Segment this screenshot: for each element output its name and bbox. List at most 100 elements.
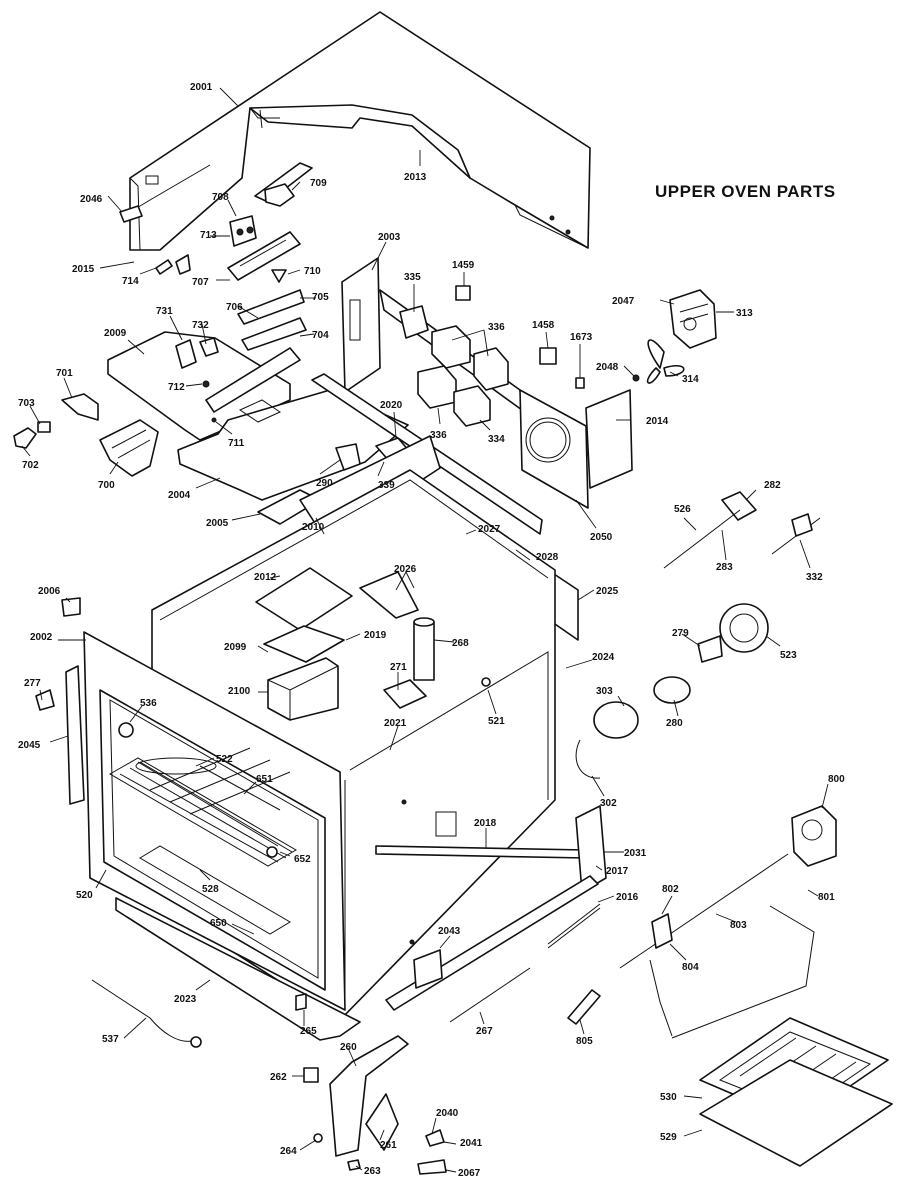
part-label: 334 xyxy=(488,434,505,445)
part-label: 523 xyxy=(780,650,797,661)
part-label: 710 xyxy=(304,266,321,277)
part-label: 262 xyxy=(270,1072,287,1083)
part-label: 2003 xyxy=(378,232,401,243)
part-label: 2015 xyxy=(72,264,95,275)
part-label: 2024 xyxy=(592,652,615,663)
part-label: 805 xyxy=(576,1036,593,1047)
part-label: 339 xyxy=(378,480,395,491)
part-label: 2017 xyxy=(606,866,629,877)
small-fasteners xyxy=(295,677,491,1011)
part-label: 800 xyxy=(828,774,845,785)
part-label: 2013 xyxy=(404,172,427,183)
part-label: 271 xyxy=(390,662,407,673)
part-label: 2027 xyxy=(478,524,501,535)
part-label: 701 xyxy=(56,368,73,379)
rotisserie xyxy=(619,853,815,1039)
latch-parts xyxy=(13,393,159,477)
part-label: 704 xyxy=(312,330,329,341)
part-labels: 2001 2013 709 2046 708 713 2015 714 707 … xyxy=(18,82,845,1179)
part-label: 522 xyxy=(216,754,233,765)
part-label: 702 xyxy=(22,460,39,471)
part-label: 703 xyxy=(18,398,35,409)
part-label: 2067 xyxy=(458,1168,481,1179)
leader-lines xyxy=(21,87,829,1173)
tube-268 xyxy=(413,617,435,681)
part-label: 713 xyxy=(200,230,217,241)
left-brackets xyxy=(119,183,301,283)
part-label: 2026 xyxy=(394,564,417,575)
part-label: 1458 xyxy=(532,320,555,331)
part-label: 530 xyxy=(660,1092,677,1103)
lower-rails xyxy=(375,805,607,1011)
part-label: 652 xyxy=(294,854,311,865)
oven-racks xyxy=(108,747,298,935)
fan-blade xyxy=(632,339,685,384)
spring xyxy=(449,967,531,1023)
right-small-parts xyxy=(663,491,821,569)
part-label: 303 xyxy=(596,686,613,697)
part-label: 265 xyxy=(300,1026,317,1037)
small-clips xyxy=(35,597,81,711)
part-label: 2025 xyxy=(596,586,619,597)
fan-motor xyxy=(669,289,717,349)
part-label: 714 xyxy=(122,276,139,287)
part-label: 283 xyxy=(716,562,733,573)
part-label: 651 xyxy=(256,774,273,785)
part-label: 2010 xyxy=(302,522,325,533)
side-trim xyxy=(65,665,85,805)
top-cover xyxy=(129,11,591,251)
fan-plate xyxy=(519,389,589,509)
part-label: 537 xyxy=(102,1034,119,1045)
hinge-parts xyxy=(303,1035,447,1175)
broil-element-parts xyxy=(255,567,353,721)
part-label: 290 xyxy=(316,478,333,489)
part-label: 2005 xyxy=(206,518,229,529)
part-label: 313 xyxy=(736,308,753,319)
part-label: 261 xyxy=(380,1140,397,1151)
part-label: 2023 xyxy=(174,994,197,1005)
part-label: 2099 xyxy=(224,642,247,653)
part-label: 731 xyxy=(156,306,173,317)
part-label: 2048 xyxy=(596,362,619,373)
part-label: 732 xyxy=(192,320,209,331)
part-label: 520 xyxy=(76,890,93,901)
part-label: 268 xyxy=(452,638,469,649)
part-label: 2046 xyxy=(80,194,103,205)
part-label: 708 xyxy=(212,192,229,203)
part-label: 335 xyxy=(404,272,421,283)
part-label: 801 xyxy=(818,892,835,903)
broiler-pan xyxy=(699,1017,893,1167)
part-label: 2012 xyxy=(254,572,277,583)
part-label: 705 xyxy=(312,292,329,303)
vertical-panel xyxy=(341,257,381,393)
part-label: 336 xyxy=(430,430,447,441)
part-label: 2002 xyxy=(30,632,53,643)
part-label: 280 xyxy=(666,718,683,729)
part-label: 2019 xyxy=(364,630,387,641)
relay-assembly xyxy=(379,285,585,427)
part-label: 709 xyxy=(310,178,327,189)
part-label: 264 xyxy=(280,1146,297,1157)
part-label: 2004 xyxy=(168,490,191,501)
diagram-title: UPPER OVEN PARTS xyxy=(655,182,836,201)
part-label: 2047 xyxy=(612,296,635,307)
part-label: 2043 xyxy=(438,926,461,937)
part-label: 282 xyxy=(764,480,781,491)
part-label: 2001 xyxy=(190,82,213,93)
rotisserie-motor xyxy=(791,805,837,867)
part-label: 1673 xyxy=(570,332,593,343)
cavity-knobs xyxy=(118,722,281,858)
part-label: 706 xyxy=(226,302,243,313)
part-label: 536 xyxy=(140,698,157,709)
part-label: 2028 xyxy=(536,552,559,563)
part-label: 803 xyxy=(730,920,747,931)
part-label: 332 xyxy=(806,572,823,583)
part-label: 802 xyxy=(662,884,679,895)
part-label: 2100 xyxy=(228,686,251,697)
part-label: 277 xyxy=(24,678,41,689)
part-label: 711 xyxy=(228,438,245,449)
part-label: 700 xyxy=(98,480,115,491)
part-label: 707 xyxy=(192,277,209,288)
part-label: 2031 xyxy=(624,848,647,859)
